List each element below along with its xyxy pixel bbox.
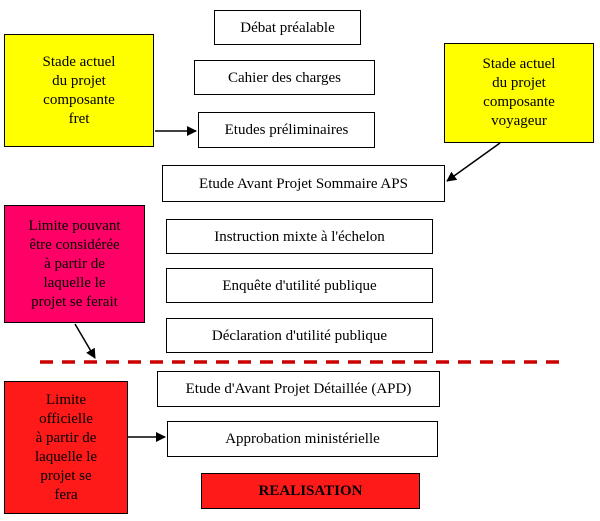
note-stade-voyageur: Stade actuel du projet composante voyage…: [444, 43, 594, 143]
step-enquete-utilite-publique: Enquête d'utilité publique: [166, 268, 433, 303]
step-declaration-utilite-publique: Déclaration d'utilité publique: [166, 318, 433, 353]
step-aps: Etude Avant Projet Sommaire APS: [162, 165, 445, 202]
step-approbation-ministerielle: Approbation ministérielle: [167, 421, 438, 457]
step-debat-prealable: Débat préalable: [214, 10, 361, 45]
step-realisation: REALISATION: [201, 473, 420, 509]
step-apd: Etude d'Avant Projet Détaillée (APD): [157, 371, 440, 407]
step-cahier-des-charges: Cahier des charges: [194, 60, 375, 95]
arrow-voyageur: [446, 142, 501, 182]
note-limite-officielle: Limite officielle à partir de laquelle l…: [4, 381, 128, 514]
note-stade-fret: Stade actuel du projet composante fret: [4, 34, 154, 147]
step-instruction-mixte: Instruction mixte à l'échelon: [166, 219, 433, 254]
arrow-limite-pouvant: [74, 323, 96, 359]
note-limite-pouvant: Limite pouvant être considérée à partir …: [4, 205, 145, 323]
step-etudes-preliminaires: Etudes préliminaires: [198, 112, 375, 148]
